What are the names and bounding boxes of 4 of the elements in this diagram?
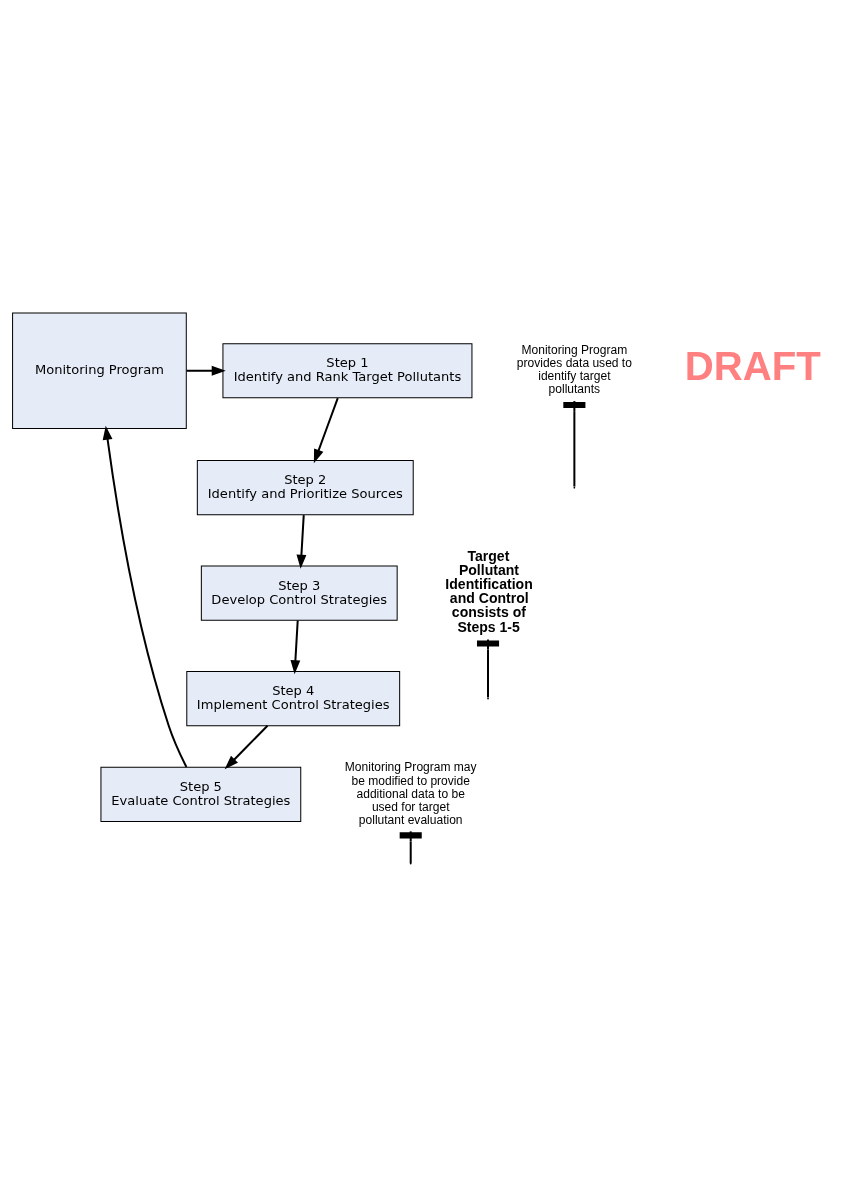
node-text: Monitoring Program provides data used to identify target pollutants: [516, 343, 632, 397]
node-text: Monitoring Program may be modified to provide additional data to be used for target pollutant evaluation: [344, 760, 477, 827]
label: DRAFT: [684, 343, 821, 389]
node-text: Target Pollutant Identification and Control consists of Steps 1-5: [445, 548, 533, 635]
